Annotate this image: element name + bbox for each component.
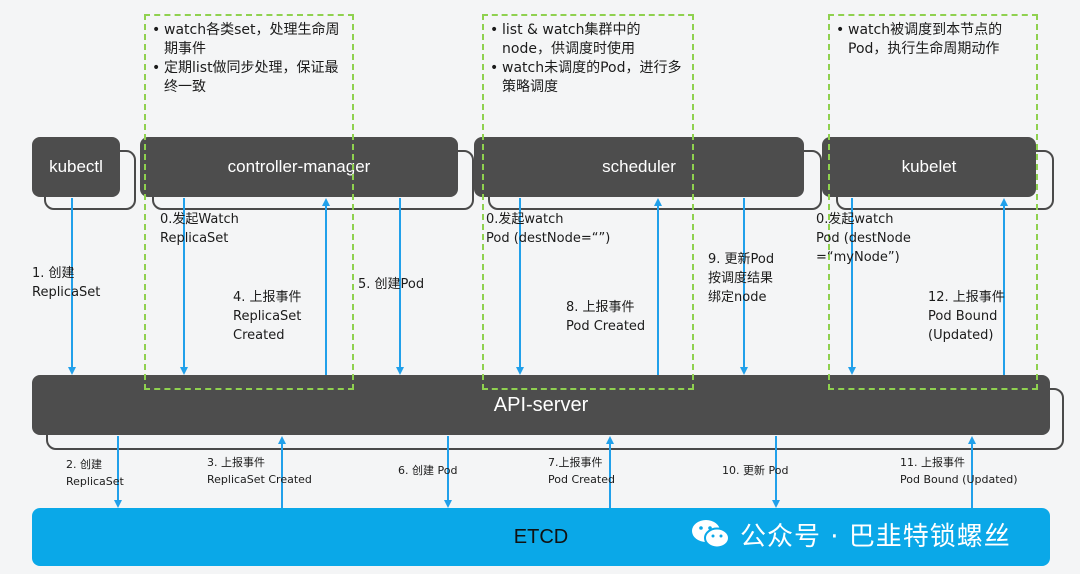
watermark: 公众号 · 巴韭特锁螺丝 <box>690 514 1011 554</box>
etcd-box: ETCD <box>32 508 1050 566</box>
note-item: watch被调度到本节点的Pod，执行生命周期动作 <box>836 21 1030 59</box>
label-line: =“myNode”) <box>816 250 900 265</box>
label-line: Pod (destNode=“”) <box>486 231 611 246</box>
label-line: 7.上报事件 <box>548 456 603 469</box>
label-8-report-pod-created: 8. 上报事件 Pod Created <box>566 298 645 336</box>
label-line: 10. 更新 Pod <box>722 464 789 477</box>
label-12-report-pod-bound: 12. 上报事件 Pod Bound (Updated) <box>928 288 1005 345</box>
wechat-icon <box>692 520 730 549</box>
label-line: 4. 上报事件 <box>233 290 302 305</box>
note-item: watch各类set，处理生命周期事件 <box>152 21 348 59</box>
note-item: list & watch集群中的node，供调度时使用 <box>490 21 688 59</box>
note-item: 定期list做同步处理，保证最终一致 <box>152 59 348 97</box>
label-line: 0.发起watch <box>816 212 894 227</box>
label-line: Pod Created <box>548 473 615 486</box>
label-line: ReplicaSet Created <box>207 473 312 486</box>
label-line: (Updated) <box>928 328 994 343</box>
label-6-create-pod: 6. 创建 Pod <box>398 462 457 479</box>
label-11-report-pod-bound: 11. 上报事件 Pod Bound (Updated) <box>900 454 1018 488</box>
kubelet-region <box>828 14 1038 390</box>
kubelet-label: kubelet <box>901 157 957 176</box>
label-line: ReplicaSet <box>233 309 302 324</box>
note-item: watch未调度的Pod，进行多策略调度 <box>490 59 688 97</box>
label-1-create-replicaset: 1. 创建 ReplicaSet <box>32 264 100 302</box>
scheduler-box: scheduler <box>474 137 804 197</box>
label-line: ReplicaSet <box>160 231 229 246</box>
label-line: 6. 创建 Pod <box>398 464 458 477</box>
label-line: 9. 更新Pod <box>708 252 775 267</box>
label-line: 3. 上报事件 <box>207 456 265 469</box>
label-line: Created <box>233 328 285 343</box>
label-7-report-pod-created: 7.上报事件 Pod Created <box>548 454 615 488</box>
label-2-create-replicaset: 2. 创建 ReplicaSet <box>66 456 124 490</box>
label-9-update-pod: 9. 更新Pod 按调度结果 绑定node <box>708 250 774 307</box>
api-server-box: API-server <box>32 375 1050 435</box>
label-line: Pod (destNode <box>816 231 911 246</box>
kubelet-box: kubelet <box>822 137 1036 197</box>
label-line: Pod Bound (Updated) <box>900 473 1018 486</box>
scheduler-label: scheduler <box>602 157 676 176</box>
label-5-create-pod: 5. 创建Pod <box>358 275 424 294</box>
label-line: ReplicaSet <box>66 475 124 488</box>
label-line: 0.发起Watch <box>160 212 239 227</box>
label-line: ReplicaSet <box>32 285 101 300</box>
controller-manager-label: controller-manager <box>227 157 371 176</box>
kubectl-box: kubectl <box>32 137 120 197</box>
label-line: Pod Created <box>566 319 646 334</box>
scheduler-region <box>482 14 694 390</box>
scheduler-notes: list & watch集群中的node，供调度时使用 watch未调度的Pod… <box>488 21 688 97</box>
controller-manager-notes: watch各类set，处理生命周期事件 定期list做同步处理，保证最终一致 <box>150 21 348 97</box>
label-line: 0.发起watch <box>486 212 564 227</box>
label-0-watch-pod: 0.发起watch Pod (destNode=“”) <box>486 210 610 248</box>
label-line: 1. 创建 <box>32 266 75 281</box>
label-line: 5. 创建Pod <box>358 277 425 292</box>
label-10-update-pod: 10. 更新 Pod <box>722 462 788 479</box>
label-line: 绑定node <box>708 290 767 305</box>
watermark-text: 公众号 · 巴韭特锁螺丝 <box>740 521 1011 552</box>
etcd-label: ETCD <box>513 525 569 548</box>
controller-manager-box: controller-manager <box>140 137 458 197</box>
controller-manager-region <box>144 14 354 390</box>
label-0-watch-pod-mynode: 0.发起watch Pod (destNode =“myNode”) <box>816 210 911 267</box>
label-4-report-rs-created: 4. 上报事件 ReplicaSet Created <box>233 288 302 345</box>
kubelet-notes: watch被调度到本节点的Pod，执行生命周期动作 <box>834 21 1030 59</box>
label-3-report-rs-created: 3. 上报事件 ReplicaSet Created <box>207 454 312 488</box>
label-line: 2. 创建 <box>66 458 102 471</box>
label-line: Pod Bound <box>928 309 998 324</box>
label-line: 8. 上报事件 <box>566 300 635 315</box>
label-line: 11. 上报事件 <box>900 456 965 469</box>
api-server-label: API-server <box>493 393 589 416</box>
label-0-watch-replicaset: 0.发起Watch ReplicaSet <box>160 210 239 248</box>
kubectl-label: kubectl <box>49 157 103 176</box>
label-line: 12. 上报事件 <box>928 290 1005 305</box>
label-line: 按调度结果 <box>708 271 774 286</box>
